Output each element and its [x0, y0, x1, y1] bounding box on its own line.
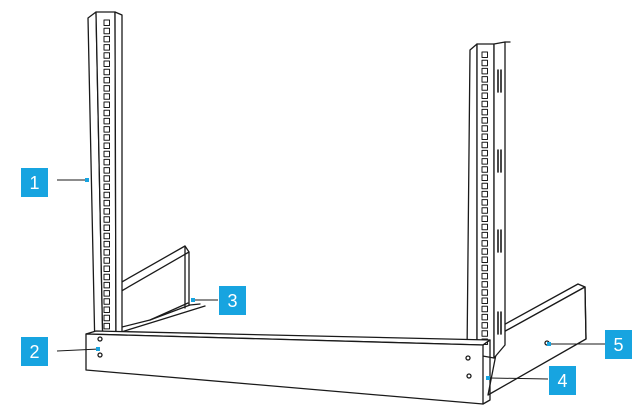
leader-2 — [56, 348, 100, 352]
mounting-hole — [103, 167, 110, 174]
mounting-hole — [103, 290, 110, 297]
mounting-hole — [481, 313, 488, 321]
mounting-hole — [481, 84, 488, 91]
mounting-hole — [103, 265, 110, 272]
leader-5-dot — [547, 342, 551, 346]
callout-1: 1 — [21, 168, 48, 197]
mounting-hole — [103, 158, 110, 166]
mounting-hole — [481, 199, 488, 206]
mounting-hole — [103, 68, 110, 76]
mounting-hole — [481, 240, 488, 247]
mounting-hole — [103, 85, 110, 92]
callout-5-label: 5 — [613, 334, 624, 355]
mounting-hole — [481, 215, 488, 222]
callout-2: 2 — [21, 337, 48, 366]
mounting-hole — [481, 133, 488, 140]
mounting-hole — [103, 281, 110, 289]
mounting-hole — [481, 305, 488, 313]
side-support-right — [487, 283, 587, 396]
mounting-hole — [103, 314, 110, 322]
mounting-hole — [103, 183, 110, 190]
leader-4 — [489, 377, 549, 380]
mounting-hole — [481, 67, 488, 75]
mounting-hole — [481, 231, 488, 239]
vertical-rail-right — [466, 41, 511, 359]
mounting-hole — [481, 158, 488, 165]
leader-3-dot — [191, 298, 195, 302]
leader-lines — [56, 178, 605, 380]
mounting-hole — [103, 240, 110, 248]
mounting-hole — [103, 27, 110, 35]
mounting-hole — [481, 166, 488, 173]
callout-2-label: 2 — [29, 341, 40, 362]
mounting-hole — [103, 52, 110, 59]
mounting-hole — [481, 207, 488, 214]
mounting-hole — [481, 289, 488, 296]
mounting-hole — [481, 190, 488, 198]
mounting-hole — [481, 330, 488, 337]
callout-1-label: 1 — [29, 172, 40, 193]
mounting-hole — [481, 76, 488, 83]
mounting-hole — [103, 191, 110, 199]
mounting-hole — [103, 232, 110, 240]
leader-4-dot — [486, 376, 490, 380]
mounting-hole — [103, 216, 110, 223]
mounting-hole — [481, 174, 488, 181]
mounting-hole — [103, 273, 110, 281]
mounting-hole — [103, 257, 110, 264]
mounting-hole — [103, 208, 110, 215]
mounting-hole — [481, 100, 488, 108]
mounting-hole — [481, 322, 488, 329]
leader-1-dot — [85, 178, 89, 182]
mounting-hole — [103, 93, 110, 100]
mounting-hole — [103, 60, 110, 67]
mounting-hole — [103, 150, 110, 158]
callout-4-label: 4 — [557, 370, 568, 391]
mounting-hole — [481, 256, 488, 263]
mounting-hole — [103, 249, 110, 256]
callout-3-label: 3 — [227, 290, 238, 311]
mounting-hole — [481, 223, 488, 231]
mounting-hole — [481, 59, 488, 67]
mounting-hole — [103, 76, 110, 84]
mounting-hole — [481, 108, 488, 116]
mounting-hole — [481, 51, 488, 58]
callout-3: 3 — [219, 286, 246, 315]
mounting-hole — [481, 125, 488, 132]
mounting-hole — [103, 306, 110, 313]
mounting-hole — [103, 109, 110, 117]
mounting-hole — [103, 142, 110, 149]
front-base-plate — [85, 330, 491, 405]
vertical-rail-left — [87, 11, 123, 353]
mounting-hole — [481, 92, 488, 99]
side-support-left — [112, 245, 206, 334]
mounting-hole — [103, 19, 110, 26]
mounting-hole — [481, 248, 488, 255]
mounting-hole — [481, 264, 488, 272]
mounting-hole — [481, 141, 488, 149]
mounting-hole — [103, 224, 110, 231]
mounting-hole — [103, 175, 110, 182]
mounting-hole — [103, 35, 110, 43]
mounting-hole — [481, 297, 488, 304]
mounting-hole — [103, 44, 110, 51]
mounting-hole — [481, 182, 488, 190]
mounting-hole — [103, 298, 110, 305]
mounting-hole — [103, 199, 110, 207]
leader-2-dot — [96, 347, 100, 351]
mounting-hole — [103, 101, 110, 108]
mounting-hole — [103, 322, 110, 330]
callout-4: 4 — [549, 366, 576, 395]
mounting-hole — [103, 134, 110, 141]
mounting-hole — [481, 281, 488, 288]
mounting-hole — [481, 117, 488, 124]
mounting-hole — [103, 126, 110, 133]
mounting-hole — [103, 117, 110, 125]
callout-5: 5 — [605, 330, 632, 359]
mounting-hole — [481, 272, 488, 280]
mounting-hole — [481, 149, 488, 157]
